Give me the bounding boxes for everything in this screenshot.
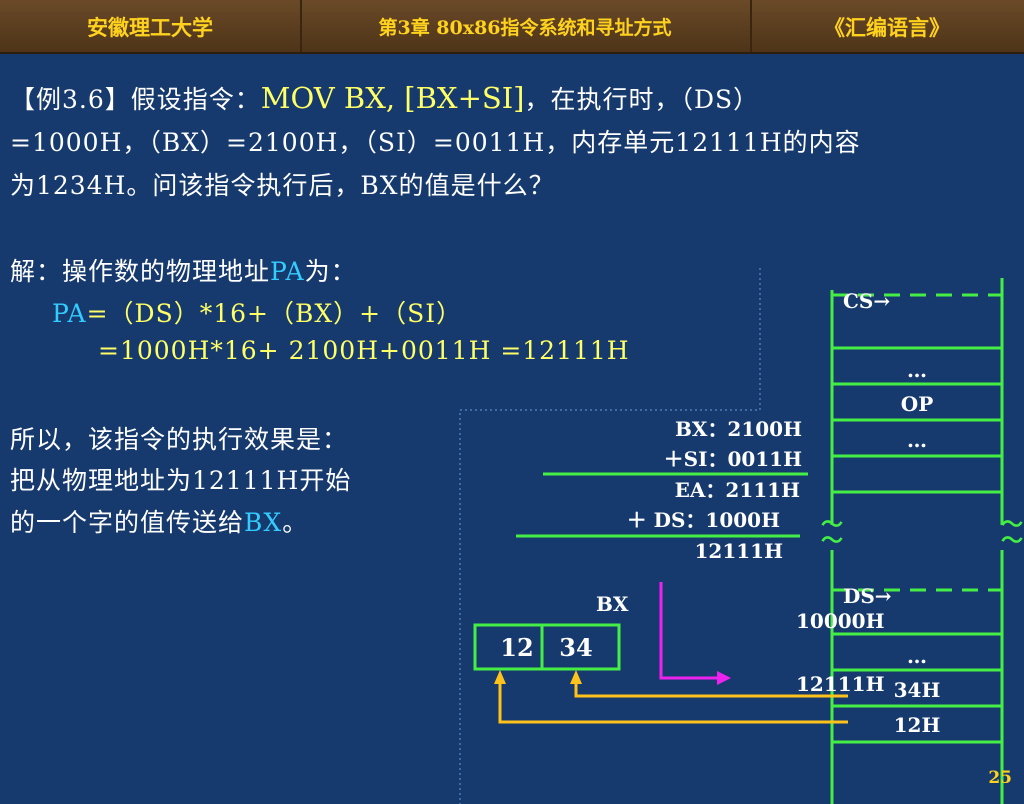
target-address: 12111H (796, 672, 884, 696)
solution-lead: 解：操作数的物理地址PA为： (10, 252, 357, 288)
arrow-12h-line (498, 680, 848, 724)
register-box (473, 623, 621, 671)
problem-intro: 假设指令： (130, 85, 261, 114)
calc-sum: 12111H (695, 539, 783, 563)
problem-line-3: 为1234H。问该指令执行后，BX的值是什么？ (10, 171, 555, 200)
solution-pa: PA (270, 257, 305, 286)
solution-lead-text: 解：操作数的物理地址 (10, 257, 271, 286)
calc-bx: BX：2100H (675, 417, 802, 441)
mem-cell-bottom-3: 12H (894, 713, 941, 737)
dotted-separator (459, 268, 761, 804)
arrow-12h-head (494, 670, 506, 684)
calc-si: ＋SI：0011H (664, 447, 802, 471)
mem-cell-top-1: … (907, 358, 927, 382)
register-high-byte: 12 (500, 633, 533, 662)
mem-cell-top-3: … (907, 428, 927, 452)
arrow-34h-line (574, 680, 848, 698)
break-mark-right-2: ～ (1001, 528, 1023, 554)
problem-label: 【例3.6】 (10, 85, 131, 114)
break-mark-left-1: ～ (821, 512, 843, 538)
problem-line-1: 【例3.6】假设指令：MOV BX, [BX+SI]，在执行时，（DS） (10, 80, 759, 116)
problem-line1-tail: ，在执行时，（DS） (524, 85, 760, 114)
formula-text: =（DS）*16+（BX）+（SI） (86, 299, 463, 328)
header-university: 安徽理工大学 (0, 0, 302, 52)
ds-address: 10000H (796, 609, 884, 633)
solution-lead-tail: 为： (304, 257, 357, 286)
register-label: BX (596, 592, 629, 616)
header-course: 《汇编语言》 (824, 15, 950, 40)
break-mark-right-1: ～ (1001, 512, 1023, 538)
mem-cell-bottom-1: … (907, 644, 927, 668)
break-mark-left-2: ～ (821, 528, 843, 554)
problem-instruction: MOV BX, [BX+SI] (260, 81, 525, 115)
register-low-byte: 34 (559, 633, 592, 662)
conclusion-bx: BX (244, 508, 283, 537)
cs-label: CS→ (843, 289, 890, 313)
conclusion-line-2: 把从物理地址为12111H开始 (10, 466, 352, 495)
formula-pa: PA (52, 299, 87, 328)
solution-result: =1000H*16+ 2100H+0011H =12111H (98, 336, 630, 365)
conclusion-line-1: 所以，该指令的执行效果是： (10, 425, 349, 454)
conclusion-post: 。 (282, 508, 309, 537)
slide-header: 安徽理工大学 第3章 80x86指令系统和寻址方式 《汇编语言》 (0, 0, 1024, 54)
problem-line-2: =1000H，（BX）=2100H，（SI）=0011H，内存单元12111H的… (10, 128, 861, 157)
conclusion-line-3: 的一个字的值传送给BX。 (10, 503, 308, 539)
magenta-arrow-line (659, 582, 722, 680)
ds-label: DS→ (843, 584, 892, 608)
page-number: 25 (988, 768, 1012, 788)
solution-formula: PA=（DS）*16+（BX）+（SI） (52, 294, 462, 330)
header-chapter: 第3章 80x86指令系统和寻址方式 (300, 0, 752, 52)
arrow-34h-head (570, 670, 582, 684)
mem-cell-top-2: OP (901, 392, 933, 416)
magenta-arrow-head (717, 671, 731, 685)
conclusion-pre: 的一个字的值传送给 (10, 508, 245, 537)
calc-ea: EA：2111H (675, 478, 800, 502)
mem-cell-bottom-2: 34H (894, 678, 941, 702)
calc-ds: ＋ DS：1000H (627, 508, 780, 532)
